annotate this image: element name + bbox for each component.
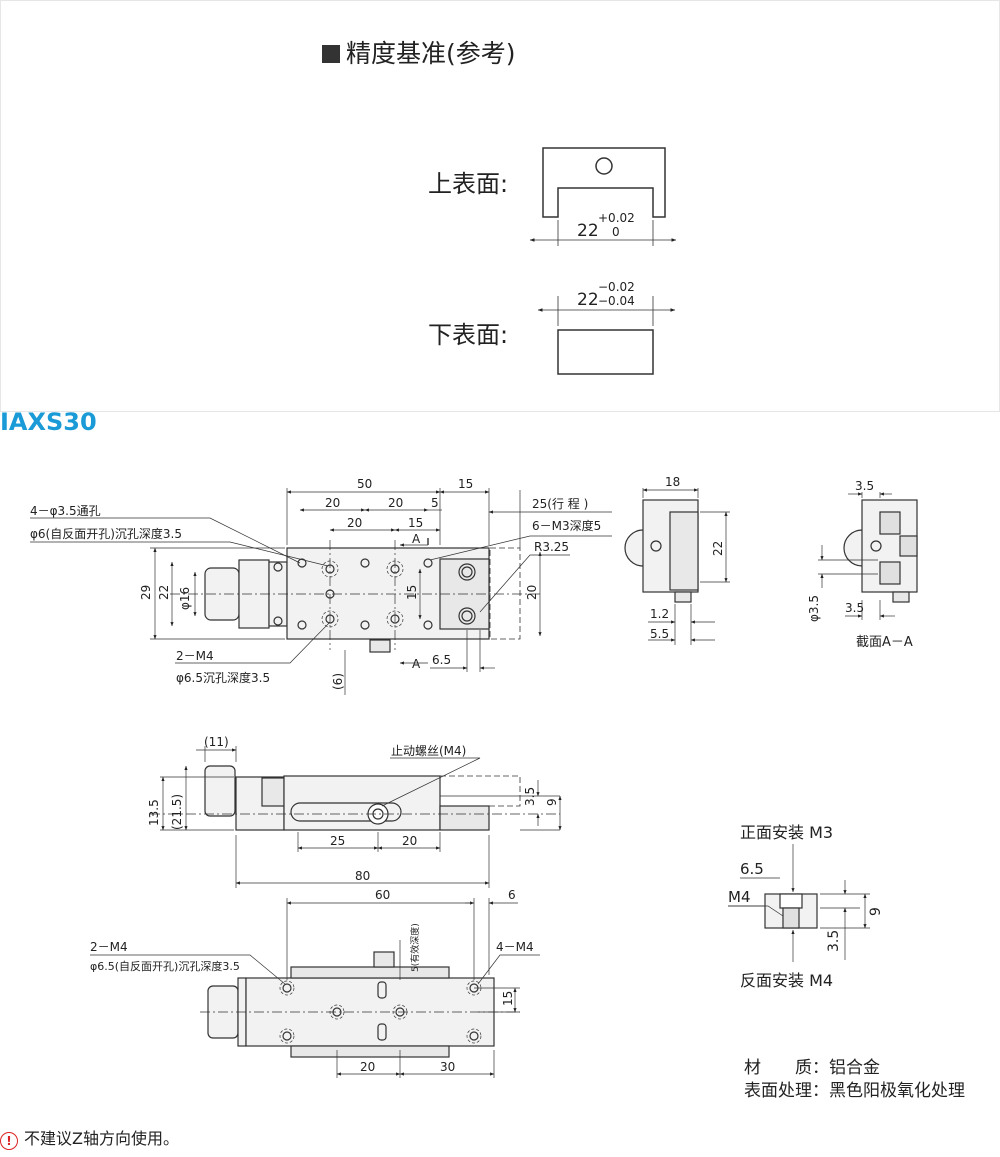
usage-note: ! 不建议Z轴方向使用。 [0, 1125, 179, 1150]
dim-text: 80 [355, 869, 370, 883]
lower-surface-label: 下表面: [428, 321, 508, 349]
callout-m4: 2－M4 [90, 940, 128, 954]
dim-text: 3.5 [845, 601, 864, 615]
dim-text: 1.2 [650, 607, 669, 621]
hole-icon [423, 558, 433, 568]
dim-text: 29 [139, 585, 153, 600]
mount-detail [728, 844, 870, 962]
dim-text: 6 [508, 888, 516, 902]
dim-text: 25(行 程 ) [532, 496, 588, 511]
dim-text: 25 [330, 834, 345, 848]
dim-text: 6.5 [740, 860, 764, 878]
hole-icon [360, 558, 370, 568]
callout-m4-counterbore: φ6.5沉孔深度3.5 [176, 670, 270, 685]
section-mark-a: A [412, 657, 421, 671]
section-mark-a: A [412, 532, 421, 546]
callout-m3: 6－M3深度5 [532, 518, 601, 533]
dim-text: φ16 [178, 587, 192, 610]
callout-radius: R3.25 [534, 540, 569, 554]
dim-text: 20 [525, 585, 539, 600]
dim-text: 3.5 [855, 479, 874, 493]
top-view [30, 488, 612, 695]
callout-m4: 2－M4 [176, 649, 214, 663]
lower-surface-figure: 下表面: 22 −0.02 −0.04 [428, 280, 676, 375]
front-mount-label: 正面安装 M3 [740, 823, 833, 842]
dim-text: 9 [545, 798, 559, 806]
dim-text: (11) [204, 735, 229, 749]
hole-icon [423, 620, 433, 630]
upper-tol-minus: 0 [612, 225, 620, 239]
dim-text: 5(有效深度) [409, 923, 421, 972]
usage-note-text: 不建议Z轴方向使用。 [24, 1129, 179, 1148]
top-view-labels: 50 15 25(行 程 ) 20 20 5 20 15 A A 4－φ3.5通… [30, 477, 601, 690]
upper-surface-figure: 上表面: 22 +0.02 0 [428, 147, 677, 246]
surface-line: 表面处理：黑色阳极氧化处理 [744, 1081, 965, 1101]
dim-text: 15 [408, 516, 423, 530]
dim-text: 3.5 [826, 930, 842, 952]
dim-text: 22 [157, 585, 171, 600]
dim-text: 60 [375, 888, 390, 902]
upper-hole-icon [595, 157, 613, 175]
dim-text: 6.5 [432, 653, 451, 667]
material-line: 材 质：铝合金 [744, 1058, 880, 1078]
dim-text: 30 [440, 1060, 455, 1074]
dim-text: 18 [665, 475, 680, 489]
dim-text: 15 [458, 477, 473, 491]
upper-tol-plus: +0.02 [598, 211, 635, 225]
dim-text: 20 [388, 496, 403, 510]
callout-stop-screw: 止动螺丝(M4) [391, 744, 466, 758]
callout-4m4: 4－M4 [496, 940, 534, 954]
hole-icon [273, 616, 283, 626]
upper-surface-label: 上表面: [428, 170, 508, 198]
lower-tol-minus: −0.04 [598, 294, 635, 308]
warning-icon: ! [0, 1132, 18, 1150]
m4-label: M4 [728, 888, 751, 906]
mount-detail-labels: 正面安装 M3 6.5 M4 9 3.5 反面安装 M4 [728, 823, 884, 990]
bottom-view-labels: 60 6 5(有效深度) 2－M4 φ6.5(自反面开孔)沉孔深度3.5 4－M… [90, 888, 534, 1074]
dim-text: 9 [868, 907, 884, 916]
dim-text: 20 [402, 834, 417, 848]
callout-thru-hole: 4－φ3.5通孔 [30, 504, 101, 518]
lower-tol-plus: −0.02 [598, 280, 635, 294]
dim-text: (6) [331, 673, 345, 690]
dim-text: 20 [360, 1060, 375, 1074]
dim-text: 5.5 [650, 627, 669, 641]
front-view-labels: (11) 止动螺丝(M4) 13.5 (21.5) 3.5 9 25 20 80 [147, 735, 559, 883]
dim-text: 5 [431, 496, 439, 510]
front-view [150, 746, 562, 888]
dim-text: 13.5 [147, 799, 161, 826]
dim-text: 20 [325, 496, 340, 510]
dim-text: (21.5) [170, 794, 184, 830]
side-view [624, 488, 730, 645]
bottom-view [90, 898, 540, 1078]
side-view-labels: 18 22 1.2 5.5 [650, 475, 725, 641]
dim-text: 20 [347, 516, 362, 530]
hole-icon [297, 558, 307, 568]
dim-text: φ3.5 [807, 595, 821, 622]
section-caption: 截面A－A [856, 635, 913, 650]
dim-text: 15 [501, 991, 515, 1006]
square-bullet-icon [322, 45, 340, 63]
hole-icon [297, 620, 307, 630]
dim-text: 50 [357, 477, 372, 491]
hole-icon [360, 620, 370, 630]
precision-title-text: 精度基准(参考) [346, 39, 516, 68]
lower-dim: 22 [577, 290, 599, 310]
dim-text: 15 [405, 585, 419, 600]
dim-text: 3.5 [523, 787, 537, 806]
back-mount-label: 反面安装 M4 [740, 971, 833, 990]
model-title: IAXS30 [0, 408, 97, 436]
precision-title: 精度基准(参考) [322, 34, 516, 70]
callout-counterbore: φ6(自反面开孔)沉孔深度3.5 [30, 526, 182, 541]
dim-text: 22 [711, 541, 725, 556]
precision-panel [0, 0, 1000, 412]
upper-dim: 22 [577, 221, 599, 241]
section-view-labels: 3.5 3.5 φ3.5 截面A－A [807, 479, 913, 650]
hole-icon [273, 562, 283, 572]
callout-m4-counterbore: φ6.5(自反面开孔)沉孔深度3.5 [90, 959, 240, 973]
section-view [818, 492, 918, 620]
